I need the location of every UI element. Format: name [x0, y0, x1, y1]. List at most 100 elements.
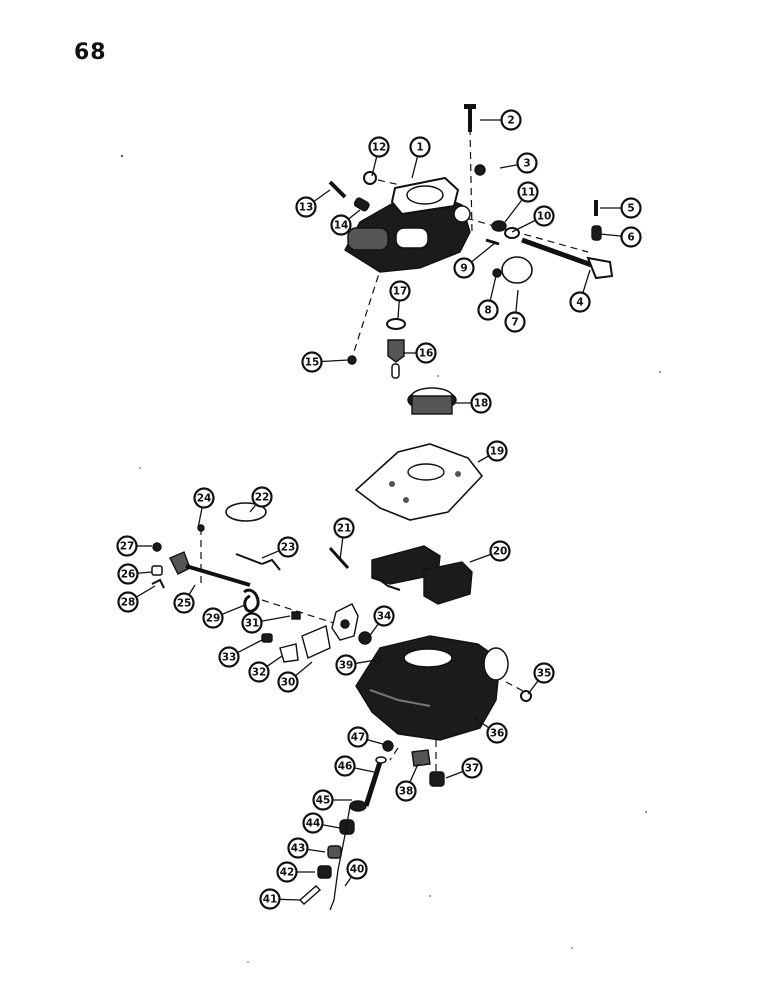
callout-circle: [373, 605, 395, 627]
leader-line-33: [237, 639, 263, 654]
leader-line-44: [322, 824, 341, 829]
callout-label: 28: [121, 597, 136, 609]
callout-circle: [335, 654, 357, 676]
callout-7: 7: [504, 311, 526, 333]
callout-circle: [346, 858, 368, 880]
callout-2: 2: [500, 109, 522, 131]
callout-label: 34: [377, 611, 392, 623]
callout-circle: [117, 563, 139, 585]
leader-line-38: [409, 763, 419, 783]
callout-circle: [409, 136, 431, 158]
callout-circle: [500, 109, 522, 131]
leader-line-35: [527, 680, 539, 695]
callout-label: 36: [490, 728, 505, 740]
callout-41: 41: [259, 888, 281, 910]
callout-label: 12: [372, 142, 387, 154]
callout-circle: [277, 536, 299, 558]
callout-circle: [334, 755, 356, 777]
callout-label: 1: [416, 142, 423, 154]
callout-circle: [301, 351, 323, 373]
leader-line-30: [294, 661, 313, 677]
leader-line-25: [188, 584, 196, 596]
callout-37: 37: [461, 757, 483, 779]
float-part: [328, 545, 473, 605]
callout-circle: [330, 214, 352, 236]
leader-line-23: [261, 550, 280, 559]
callout-label: 9: [460, 263, 467, 275]
callout-label: 39: [339, 660, 354, 672]
callout-label: 30: [281, 677, 296, 689]
callout-circle: [287, 837, 309, 859]
callout-46: 46: [334, 755, 356, 777]
callout-39: 39: [335, 654, 357, 676]
callout-label: 14: [334, 220, 349, 232]
callout-23: 23: [277, 536, 299, 558]
leader-line-11: [504, 199, 523, 223]
leader-line-41: [279, 898, 301, 901]
leader-line-10: [511, 219, 536, 233]
callout-circle: [333, 517, 355, 539]
callout-circle: [277, 671, 299, 693]
callout-label: 13: [299, 202, 314, 214]
callout-label: 2: [507, 115, 514, 127]
callout-label: 17: [393, 286, 408, 298]
callout-15: 15: [301, 351, 323, 373]
leader-lines: [135, 119, 622, 901]
leader-line-19: [477, 455, 490, 463]
callout-label: 18: [474, 398, 489, 410]
callout-circle: [569, 291, 591, 313]
callout-label: 21: [337, 523, 352, 535]
callout-circle: [202, 607, 224, 629]
leader-line-1: [411, 156, 419, 179]
callout-label: 11: [521, 187, 536, 199]
callout-label: 31: [245, 618, 260, 630]
callout-47: 47: [347, 726, 369, 748]
callout-label: 26: [121, 569, 136, 581]
callout-circle: [461, 757, 483, 779]
callout-circle: [486, 722, 508, 744]
callout-13: 13: [295, 196, 317, 218]
callout-circle: [259, 888, 281, 910]
top-hardware-parts: [328, 104, 614, 415]
callout-19: 19: [486, 440, 508, 462]
leader-line-39: [355, 659, 377, 665]
callout-22: 22: [251, 486, 273, 508]
callout-circle: [620, 197, 642, 219]
callout-circle: [477, 299, 499, 321]
callout-label: 45: [316, 795, 331, 807]
callout-8: 8: [477, 299, 499, 321]
callout-31: 31: [241, 612, 263, 634]
callout-44: 44: [302, 812, 324, 834]
callout-18: 18: [470, 392, 492, 414]
callout-38: 38: [395, 780, 417, 802]
linkage-parts: [151, 502, 372, 663]
leader-line-21: [339, 537, 344, 561]
leader-line-7: [515, 289, 519, 313]
callout-circle: [116, 535, 138, 557]
callout-label: 15: [305, 357, 320, 369]
callout-11: 11: [517, 181, 539, 203]
callout-label: 27: [120, 541, 135, 553]
callout-36: 36: [486, 722, 508, 744]
leader-line-22: [249, 504, 257, 513]
callout-circle: [415, 342, 437, 364]
callout-label: 25: [177, 598, 192, 610]
leader-line-29: [221, 604, 246, 616]
callout-43: 43: [287, 837, 309, 859]
callout-30: 30: [277, 671, 299, 693]
callout-42: 42: [276, 861, 298, 883]
page-number: 68: [74, 40, 107, 65]
callout-label: 41: [263, 894, 278, 906]
callout-label: 47: [351, 732, 366, 744]
callout-10: 10: [533, 205, 555, 227]
callout-40: 40: [346, 858, 368, 880]
callout-26: 26: [117, 563, 139, 585]
callout-circle: [504, 311, 526, 333]
callout-circle: [312, 789, 334, 811]
callout-1: 1: [409, 136, 431, 158]
callout-label: 5: [627, 203, 634, 215]
callout-circle: [470, 392, 492, 414]
leader-line-24: [197, 507, 203, 529]
leader-line-4: [582, 269, 591, 294]
